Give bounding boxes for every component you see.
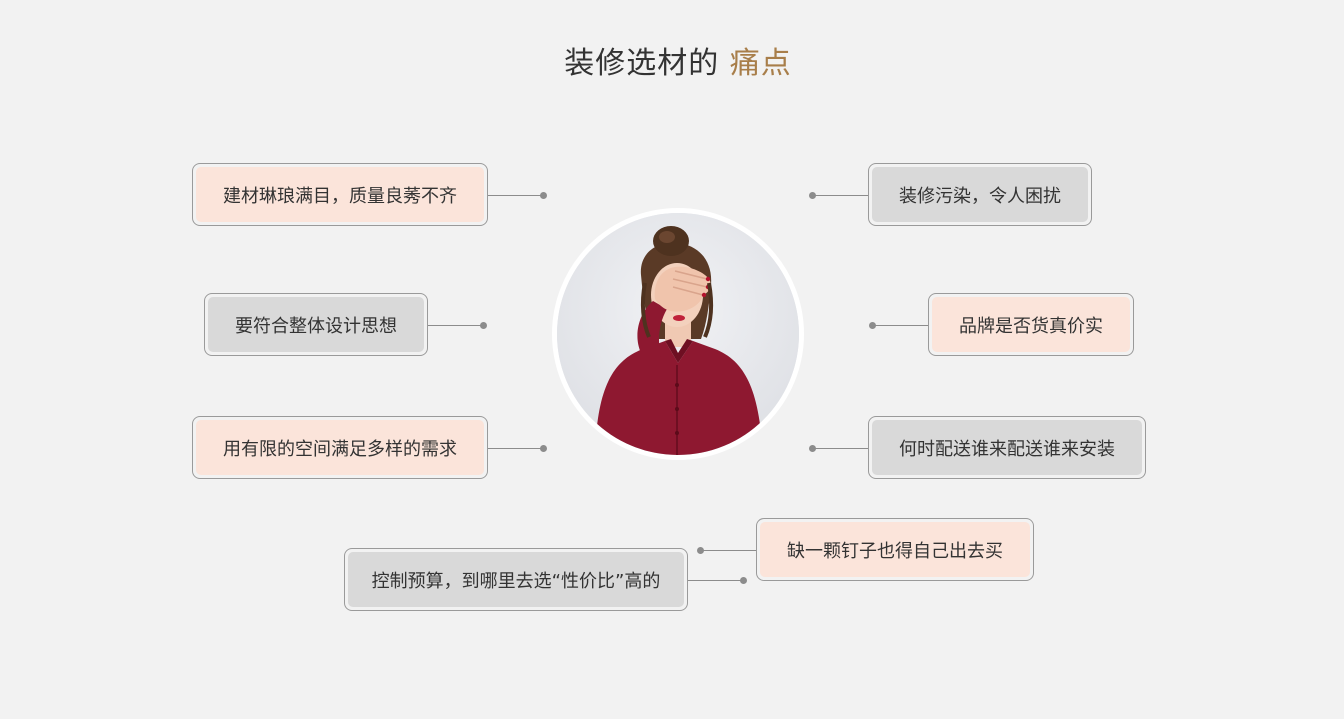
- page-title: 装修选材的 痛点: [0, 42, 1344, 86]
- connector-line: [700, 550, 756, 551]
- pain-point-text: 要符合整体设计思想: [208, 297, 424, 352]
- pain-point-card-2: 装修污染，令人困扰: [868, 163, 1092, 226]
- connector-dot: [740, 577, 747, 584]
- pain-point-card-8: 控制预算，到哪里去选“性价比”高的: [344, 548, 688, 611]
- connector-dot: [540, 445, 547, 452]
- pain-point-card-5: 用有限的空间满足多样的需求: [192, 416, 488, 479]
- woman-facepalm-illustration: [557, 213, 799, 455]
- pain-point-card-6: 何时配送谁来配送谁来安装: [868, 416, 1146, 479]
- title-accent: 痛点: [729, 46, 792, 81]
- connector-line: [488, 448, 544, 449]
- pain-point-text: 控制预算，到哪里去选“性价比”高的: [348, 552, 684, 607]
- pain-point-text: 缺一颗钉子也得自己出去买: [760, 522, 1030, 577]
- pain-point-card-1: 建材琳琅满目，质量良莠不齐: [192, 163, 488, 226]
- pain-point-text: 建材琳琅满目，质量良莠不齐: [196, 167, 484, 222]
- connector-line: [428, 325, 484, 326]
- title-main: 装修选材的: [564, 46, 720, 81]
- connector-line: [812, 195, 868, 196]
- pain-point-text: 装修污染，令人困扰: [872, 167, 1088, 222]
- pain-point-text: 用有限的空间满足多样的需求: [196, 420, 484, 475]
- connector-line: [688, 580, 744, 581]
- connector-line: [812, 448, 868, 449]
- connector-dot: [480, 322, 487, 329]
- pain-point-card-3: 要符合整体设计思想: [204, 293, 428, 356]
- connector-dot: [540, 192, 547, 199]
- pain-point-text: 品牌是否货真价实: [932, 297, 1130, 352]
- connector-line: [488, 195, 544, 196]
- connector-line: [872, 325, 928, 326]
- pain-point-card-7: 缺一颗钉子也得自己出去买: [756, 518, 1034, 581]
- pain-point-text: 何时配送谁来配送谁来安装: [872, 420, 1142, 475]
- woman-facepalm-photo: [552, 208, 804, 460]
- pain-point-card-4: 品牌是否货真价实: [928, 293, 1134, 356]
